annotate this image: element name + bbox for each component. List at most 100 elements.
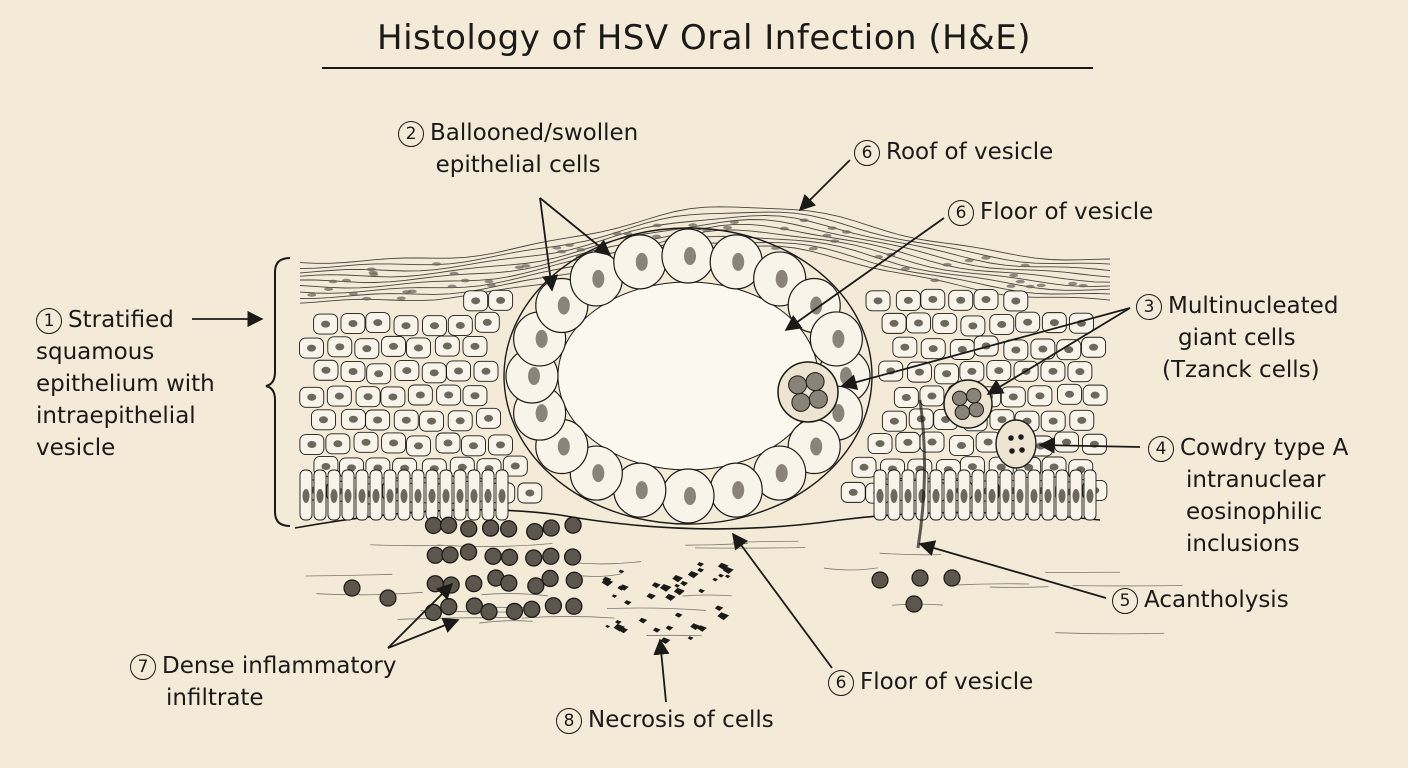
flattened-nucleus [942,262,952,267]
basal-nucleus [960,489,968,503]
flattened-nucleus [447,284,457,289]
flattened-nucleus [1036,283,1046,288]
arrow-infiltrate-1 [387,582,454,649]
label-number: 4 [1148,436,1174,462]
cell-nucleus [848,488,858,496]
inflammatory-cell [441,546,459,564]
flattened-nucleus [557,249,567,254]
inflammatory-cell [426,546,444,564]
ballooned-nucleus [684,247,696,265]
cell-nucleus [1011,346,1021,354]
cell-nucleus [1089,343,1099,351]
cell-nucleus [319,416,329,424]
cell-nucleus [889,319,899,327]
inflammatory-cell [544,597,563,615]
basal-nucleus [876,489,884,503]
cell-nucleus [427,417,437,425]
necrotic-fragment [690,623,701,630]
basal-nucleus [386,489,394,503]
cell-nucleus [968,322,978,330]
cell-nucleus [484,414,494,422]
connective-fiber [316,591,423,596]
arrow-cowdry [1038,437,1141,454]
flattened-nucleus [1015,279,1025,284]
label-line: Cowdry type A [1180,435,1349,461]
cell-nucleus [430,322,440,330]
necrotic-fragment [673,587,685,596]
cell-nucleus [470,342,480,350]
basal-nucleus [344,489,352,503]
connective-fiber [824,567,878,571]
flattened-nucleus [460,278,470,283]
label-number: 1 [36,308,62,334]
flattened-nucleus [623,231,633,236]
flattened-nucleus [486,283,496,288]
flattened-nucleus [842,230,852,234]
inflammatory-cell [484,547,502,565]
surface-layer-line [299,215,1111,274]
basal-nucleus [400,489,408,503]
flattened-nucleus [688,223,698,227]
necrotic-fragment [672,575,684,583]
cell-nucleus [306,344,316,352]
cell-nucleus [348,415,358,423]
cell-nucleus [1049,319,1059,327]
flattened-nucleus [484,279,494,284]
flattened-nucleus [874,255,884,259]
cell-nucleus [443,439,453,447]
connective-fiber [953,583,1030,586]
cell-nucleus [307,393,317,401]
flattened-nucleus [348,292,358,296]
inflammatory-cell [481,519,500,537]
connective-fiber [481,593,548,597]
cell-nucleus [388,342,398,350]
inflammatory-cell [440,598,458,616]
cell-nucleus [940,319,950,327]
inflammatory-cell [943,569,961,587]
cell-nucleus [361,438,371,446]
flattened-nucleus [827,226,837,230]
basal-nucleus [442,489,450,503]
inflammatory-cell [424,516,443,535]
inflammatory-cell [527,577,545,595]
basal-nucleus [946,489,954,503]
cell-nucleus [414,442,424,450]
label-arrows [192,159,1141,703]
flattened-nucleus [799,218,809,223]
inflammatory-cell [426,575,444,593]
flattened-nucleus [1006,284,1016,288]
necrotic-fragment [712,577,718,582]
flattened-nucleus [652,234,662,239]
flattened-nucleus [341,278,351,283]
flattened-nucleus [449,271,459,276]
flattened-nucleus [552,245,562,250]
cell-nucleus [1077,416,1087,424]
label-line: Stratified [68,307,174,333]
flattened-nucleus [1020,263,1030,268]
necrotic-fragment [613,623,626,632]
cell-nucleus [455,417,465,425]
acantholytic-strand [916,399,927,549]
inflammatory-cell [542,547,560,565]
flattened-nucleus [307,293,317,297]
cell-nucleus [956,441,966,449]
giant-cell-nucleus [951,390,968,407]
label-line: Multinucleated [1168,293,1339,319]
flattened-nucleus [930,278,940,283]
flattened-nucleus [564,243,574,247]
flattened-nucleus [901,266,911,271]
flattened-nucleus [362,296,372,301]
basal-nucleus [358,489,366,503]
arrow-roof [798,159,851,212]
basal-nucleus [302,489,310,503]
cell-nucleus [1049,463,1059,471]
necrotic-fragment [698,588,705,594]
label-line: epithelial cells [435,152,601,178]
label-line: intranuclear [1186,467,1326,493]
inflammatory-cell [871,571,889,589]
necrotic-fragment [717,562,729,570]
connective-fiber [682,594,732,597]
inclusion-body [1008,435,1014,441]
ballooned-nucleus [592,464,605,483]
